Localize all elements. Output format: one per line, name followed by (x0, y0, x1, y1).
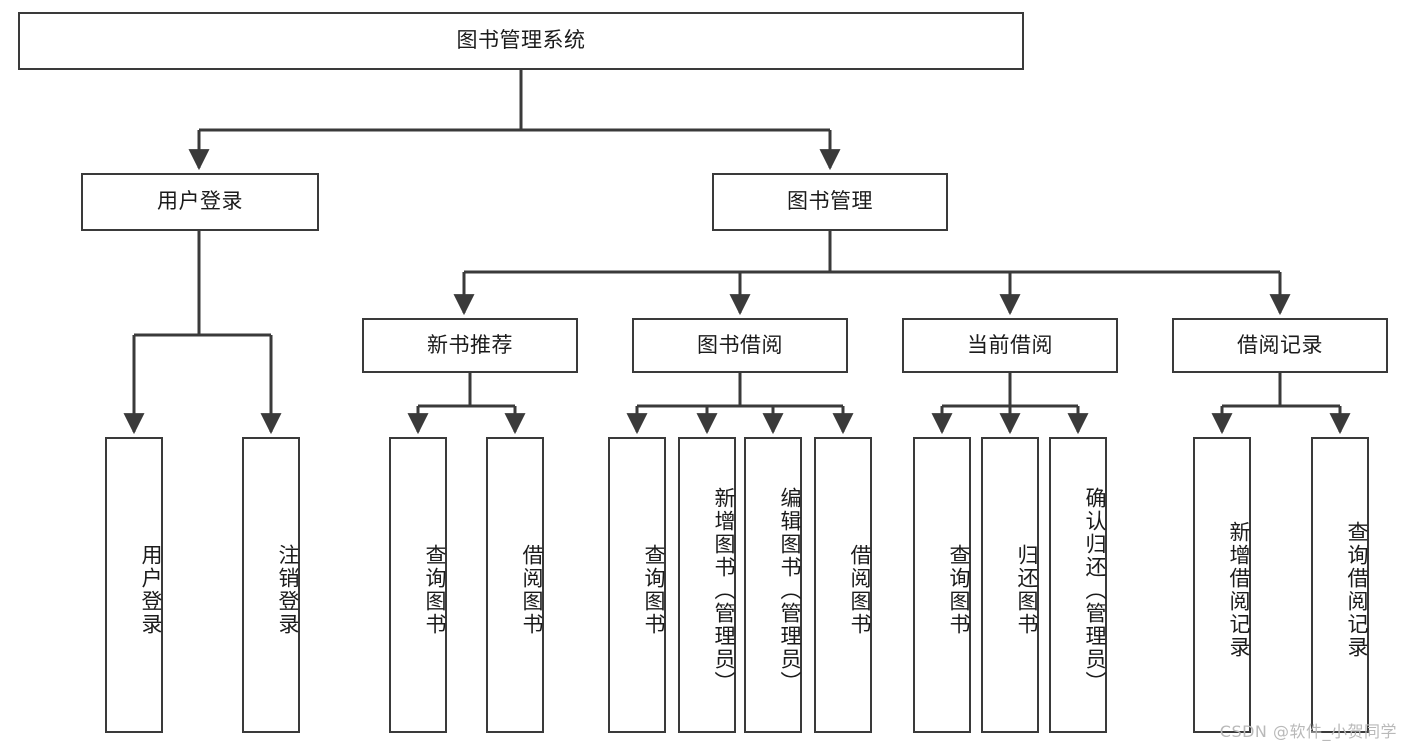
leaf-confirm-return[interactable]: 确认归还（管理员） (1049, 437, 1107, 733)
leaf-add-book[interactable]: 新增图书（管理员） (678, 437, 736, 733)
leaf-borrow-book-1[interactable]: 借阅图书 (486, 437, 544, 733)
node-label: 图书管理系统 (456, 28, 586, 53)
node-label: 新书推荐 (427, 332, 513, 357)
node-label: 用户登录 (139, 544, 163, 636)
leaf-edit-book[interactable]: 编辑图书（管理员） (744, 437, 802, 733)
leaf-borrow-book-2[interactable]: 借阅图书 (814, 437, 872, 733)
node-label: 用户登录 (157, 189, 243, 214)
node-label: 图书借阅 (697, 332, 783, 357)
leaf-query-book-3[interactable]: 查询图书 (913, 437, 971, 733)
leaf-return-book[interactable]: 归还图书 (981, 437, 1039, 733)
node-label: 当前借阅 (967, 332, 1053, 357)
csdn-watermark: CSDN @软件_小贺同学 (1219, 722, 1397, 741)
node-book-management-system[interactable]: 图书管理系统 (18, 12, 1024, 70)
node-label: 借阅图书 (520, 544, 544, 636)
node-label: 新增图书（管理员） (712, 486, 736, 694)
leaf-query-book-2[interactable]: 查询图书 (608, 437, 666, 733)
node-label: 归还图书 (1015, 544, 1039, 636)
leaf-query-book-1[interactable]: 查询图书 (389, 437, 447, 733)
node-label: 查询图书 (642, 544, 666, 636)
node-label: 图书管理 (787, 189, 873, 214)
node-label: 查询借阅记录 (1345, 521, 1369, 659)
node-label: 确认归还（管理员） (1083, 486, 1107, 694)
node-label: 借阅图书 (848, 544, 872, 636)
leaf-user-login[interactable]: 用户登录 (105, 437, 163, 733)
node-label: 编辑图书（管理员） (778, 486, 802, 694)
node-label: 借阅记录 (1237, 332, 1323, 357)
leaf-logout-login[interactable]: 注销登录 (242, 437, 300, 733)
leaf-add-borrow-record[interactable]: 新增借阅记录 (1193, 437, 1251, 733)
node-label: 注销登录 (276, 544, 300, 636)
node-new-book-recommend[interactable]: 新书推荐 (362, 318, 578, 373)
node-user-login[interactable]: 用户登录 (81, 173, 319, 231)
node-borrow-record[interactable]: 借阅记录 (1172, 318, 1388, 373)
leaf-query-borrow-record[interactable]: 查询借阅记录 (1311, 437, 1369, 733)
node-current-borrow[interactable]: 当前借阅 (902, 318, 1118, 373)
node-label: 查询图书 (947, 544, 971, 636)
node-book-manage[interactable]: 图书管理 (712, 173, 948, 231)
node-label: 新增借阅记录 (1227, 521, 1251, 659)
node-label: 查询图书 (423, 544, 447, 636)
node-book-borrow[interactable]: 图书借阅 (632, 318, 848, 373)
